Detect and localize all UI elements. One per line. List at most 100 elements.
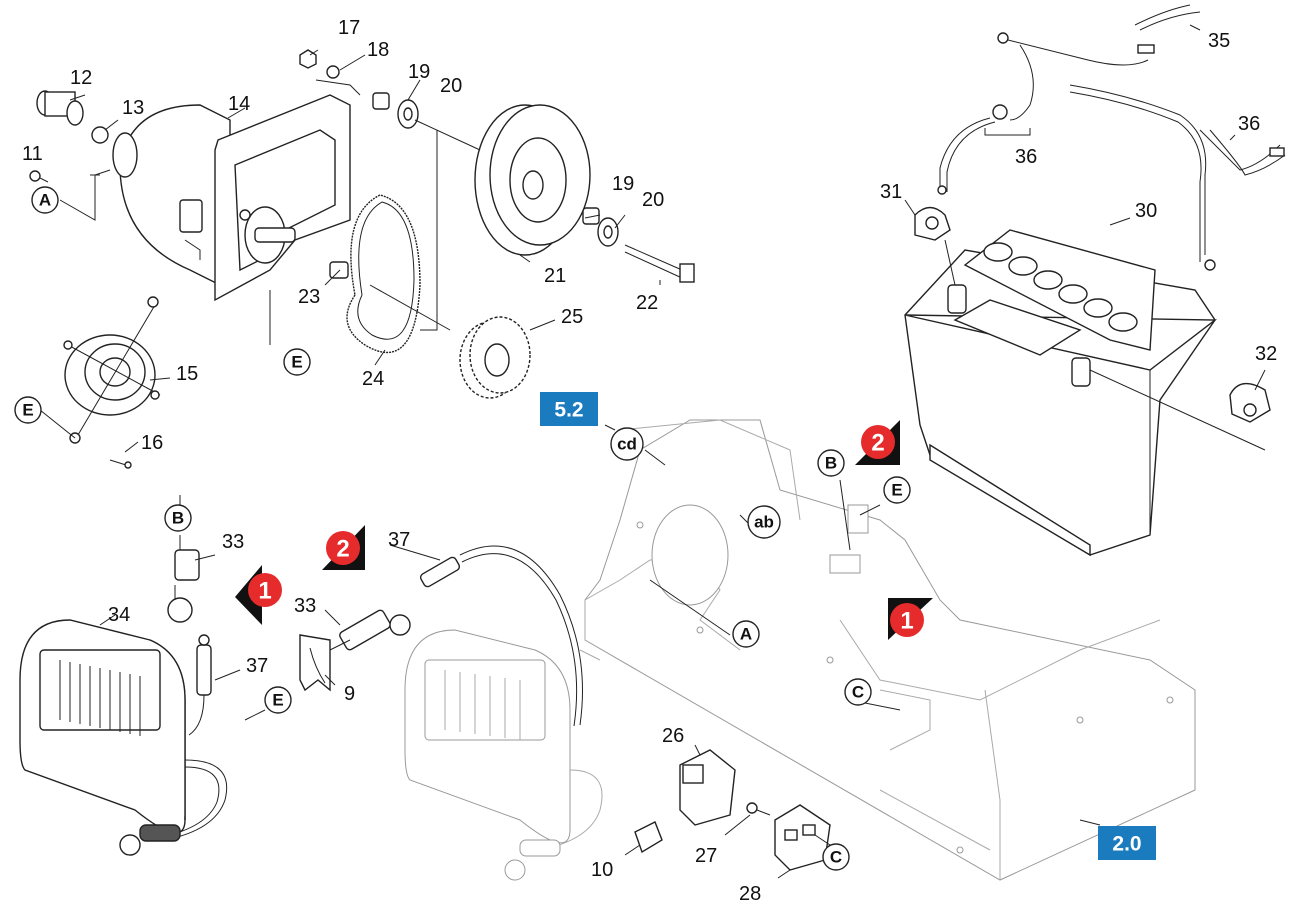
ref-E-4: E: [883, 476, 911, 504]
label-32: 32: [1255, 343, 1277, 365]
ref-C-2: C: [822, 843, 850, 871]
svg-text:E: E: [291, 353, 302, 372]
label-11: 11: [22, 143, 43, 165]
bolt-22: [624, 244, 695, 283]
svg-text:A: A: [39, 191, 51, 210]
step-marker-2-right: 2: [855, 420, 900, 465]
relay-26: [679, 749, 736, 826]
ref-B-2: B: [817, 449, 845, 477]
bearing-20-top: [397, 99, 419, 129]
plug-37-left: [188, 634, 212, 736]
label-22: 22: [636, 292, 658, 314]
screw-11: [29, 170, 49, 183]
svg-text:1: 1: [258, 578, 271, 605]
spacer-23: [329, 261, 349, 279]
ref-A-1: A: [31, 186, 59, 214]
label-13: 13: [122, 97, 144, 119]
svg-text:2: 2: [871, 430, 884, 457]
battery: [904, 229, 1218, 557]
connector-33-right: [329, 609, 411, 651]
bracket-9: [299, 634, 331, 692]
svg-text:5.2: 5.2: [554, 399, 583, 422]
svg-text:cd: cd: [617, 435, 637, 454]
chassis-frame: [579, 419, 1196, 881]
label-20-top: 20: [440, 75, 462, 97]
svg-text:B: B: [172, 509, 184, 528]
ref-C-1: C: [844, 678, 872, 706]
washer-18: [326, 65, 340, 79]
section-tag-2-0: 2.0: [1098, 826, 1156, 860]
screw-16: [109, 459, 132, 469]
ref-A-2: A: [732, 620, 760, 648]
label-30: 30: [1135, 200, 1157, 222]
motor: [112, 104, 231, 292]
belt-24: [346, 194, 421, 354]
leader-lines: [39, 24, 1266, 879]
label-27: 27: [695, 845, 717, 867]
pulley-21: [474, 104, 591, 256]
label-18: 18: [367, 39, 389, 61]
ref-E-1: E: [283, 348, 311, 376]
spacer-12: [36, 90, 84, 126]
pad-28: [774, 804, 831, 871]
cable-37-right: [419, 545, 583, 727]
label-20-bottom: 20: [642, 189, 664, 211]
label-10: 10: [591, 859, 613, 881]
fan-guard-15: [63, 296, 161, 444]
battery-clamp-31: [914, 206, 956, 286]
charger-ghost: [404, 629, 603, 881]
fuse-10: [634, 821, 663, 854]
svg-text:C: C: [830, 848, 842, 867]
bushing-19-bottom: [582, 207, 600, 225]
label-12: 12: [70, 67, 92, 89]
svg-text:2: 2: [336, 536, 349, 563]
label-26: 26: [662, 725, 684, 747]
cable-35: [1134, 4, 1201, 31]
charger-34: [19, 619, 227, 856]
label-31: 31: [880, 181, 902, 203]
step-marker-2-left: 2: [322, 525, 365, 570]
ref-ab: ab: [747, 505, 781, 539]
label-28: 28: [739, 883, 761, 905]
nut-17: [299, 49, 317, 69]
label-14: 14: [228, 93, 250, 115]
ref-B-1: B: [164, 504, 192, 532]
svg-text:E: E: [272, 691, 283, 710]
label-19-bottom: 19: [612, 173, 634, 195]
label-16: 16: [141, 432, 163, 454]
nut-13: [91, 126, 109, 144]
section-tag-5-2: 5.2: [540, 392, 598, 426]
svg-text:A: A: [740, 625, 752, 644]
label-36-right: 36: [1238, 113, 1260, 135]
svg-text:B: B: [825, 454, 837, 473]
svg-text:ab: ab: [754, 513, 774, 532]
label-24: 24: [362, 368, 384, 390]
svg-text:E: E: [891, 481, 902, 500]
ref-E-2: E: [14, 396, 42, 424]
step-marker-1-right: 1: [888, 598, 933, 640]
label-17: 17: [338, 17, 360, 39]
part-number-labels: 11 12 13 14 17 18 19 20 19 20 21 22 23 2…: [22, 17, 1277, 905]
bearing-20-bottom: [597, 217, 619, 247]
svg-text:1: 1: [900, 608, 913, 635]
label-34: 34: [108, 604, 130, 626]
step-marker-1-left: 1: [235, 565, 282, 625]
label-19-top: 19: [408, 61, 430, 83]
connector-33-left: [167, 549, 200, 623]
heatsink-fins: [59, 660, 141, 736]
gear-pulley-25: [459, 316, 531, 399]
cable-36-right: [1069, 84, 1286, 271]
label-9: 9: [344, 683, 355, 705]
svg-text:C: C: [852, 683, 864, 702]
ref-E-3: E: [264, 686, 292, 714]
battery-clamp-32: [1089, 369, 1271, 451]
label-21: 21: [544, 265, 566, 287]
label-33-right: 33: [294, 595, 316, 617]
svg-text:2.0: 2.0: [1112, 833, 1141, 856]
motor-bracket: [214, 94, 351, 302]
label-37-right: 37: [388, 529, 410, 551]
screw-27: [746, 802, 771, 816]
cable-36-left: [937, 32, 1155, 195]
label-36-left: 36: [1015, 146, 1037, 168]
